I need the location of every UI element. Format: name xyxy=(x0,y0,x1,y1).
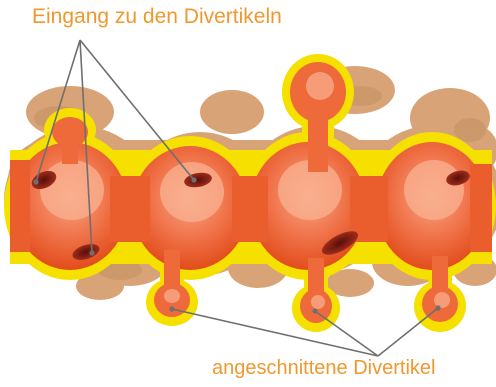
pointer-line xyxy=(172,309,378,356)
pointer-line xyxy=(378,308,438,356)
label-diverticula-entrance: Eingang zu den Divertikeln xyxy=(32,5,282,29)
label-cut-diverticula: angeschnittene Divertikel xyxy=(212,357,435,380)
